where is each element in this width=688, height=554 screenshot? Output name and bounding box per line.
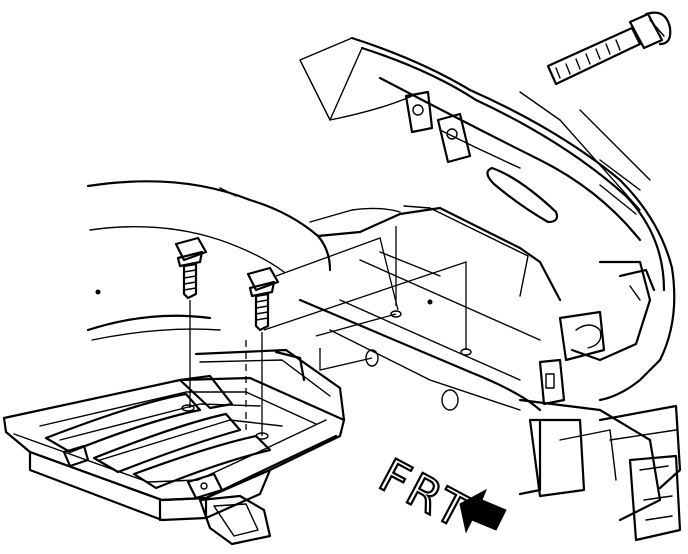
wheelhouse-panel — [86, 180, 401, 341]
bolt-left — [174, 236, 208, 300]
battery-tray — [2, 348, 346, 546]
front-direction-indicator: FRT — [370, 447, 507, 542]
bolt-right — [246, 266, 280, 332]
floor-panel — [298, 205, 562, 412]
alignment-lines — [189, 226, 467, 436]
vehicle-body-structure — [299, 36, 682, 542]
front-arrow-icon — [459, 488, 507, 534]
frt-label: FRT — [371, 448, 480, 540]
bolt-horizontal — [546, 11, 672, 86]
